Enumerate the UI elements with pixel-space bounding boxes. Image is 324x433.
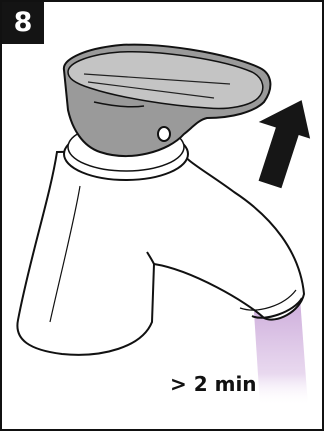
handle-screw (158, 127, 170, 141)
step-number-badge: 8 (2, 2, 44, 44)
duration-label: > 2 min (170, 372, 257, 396)
